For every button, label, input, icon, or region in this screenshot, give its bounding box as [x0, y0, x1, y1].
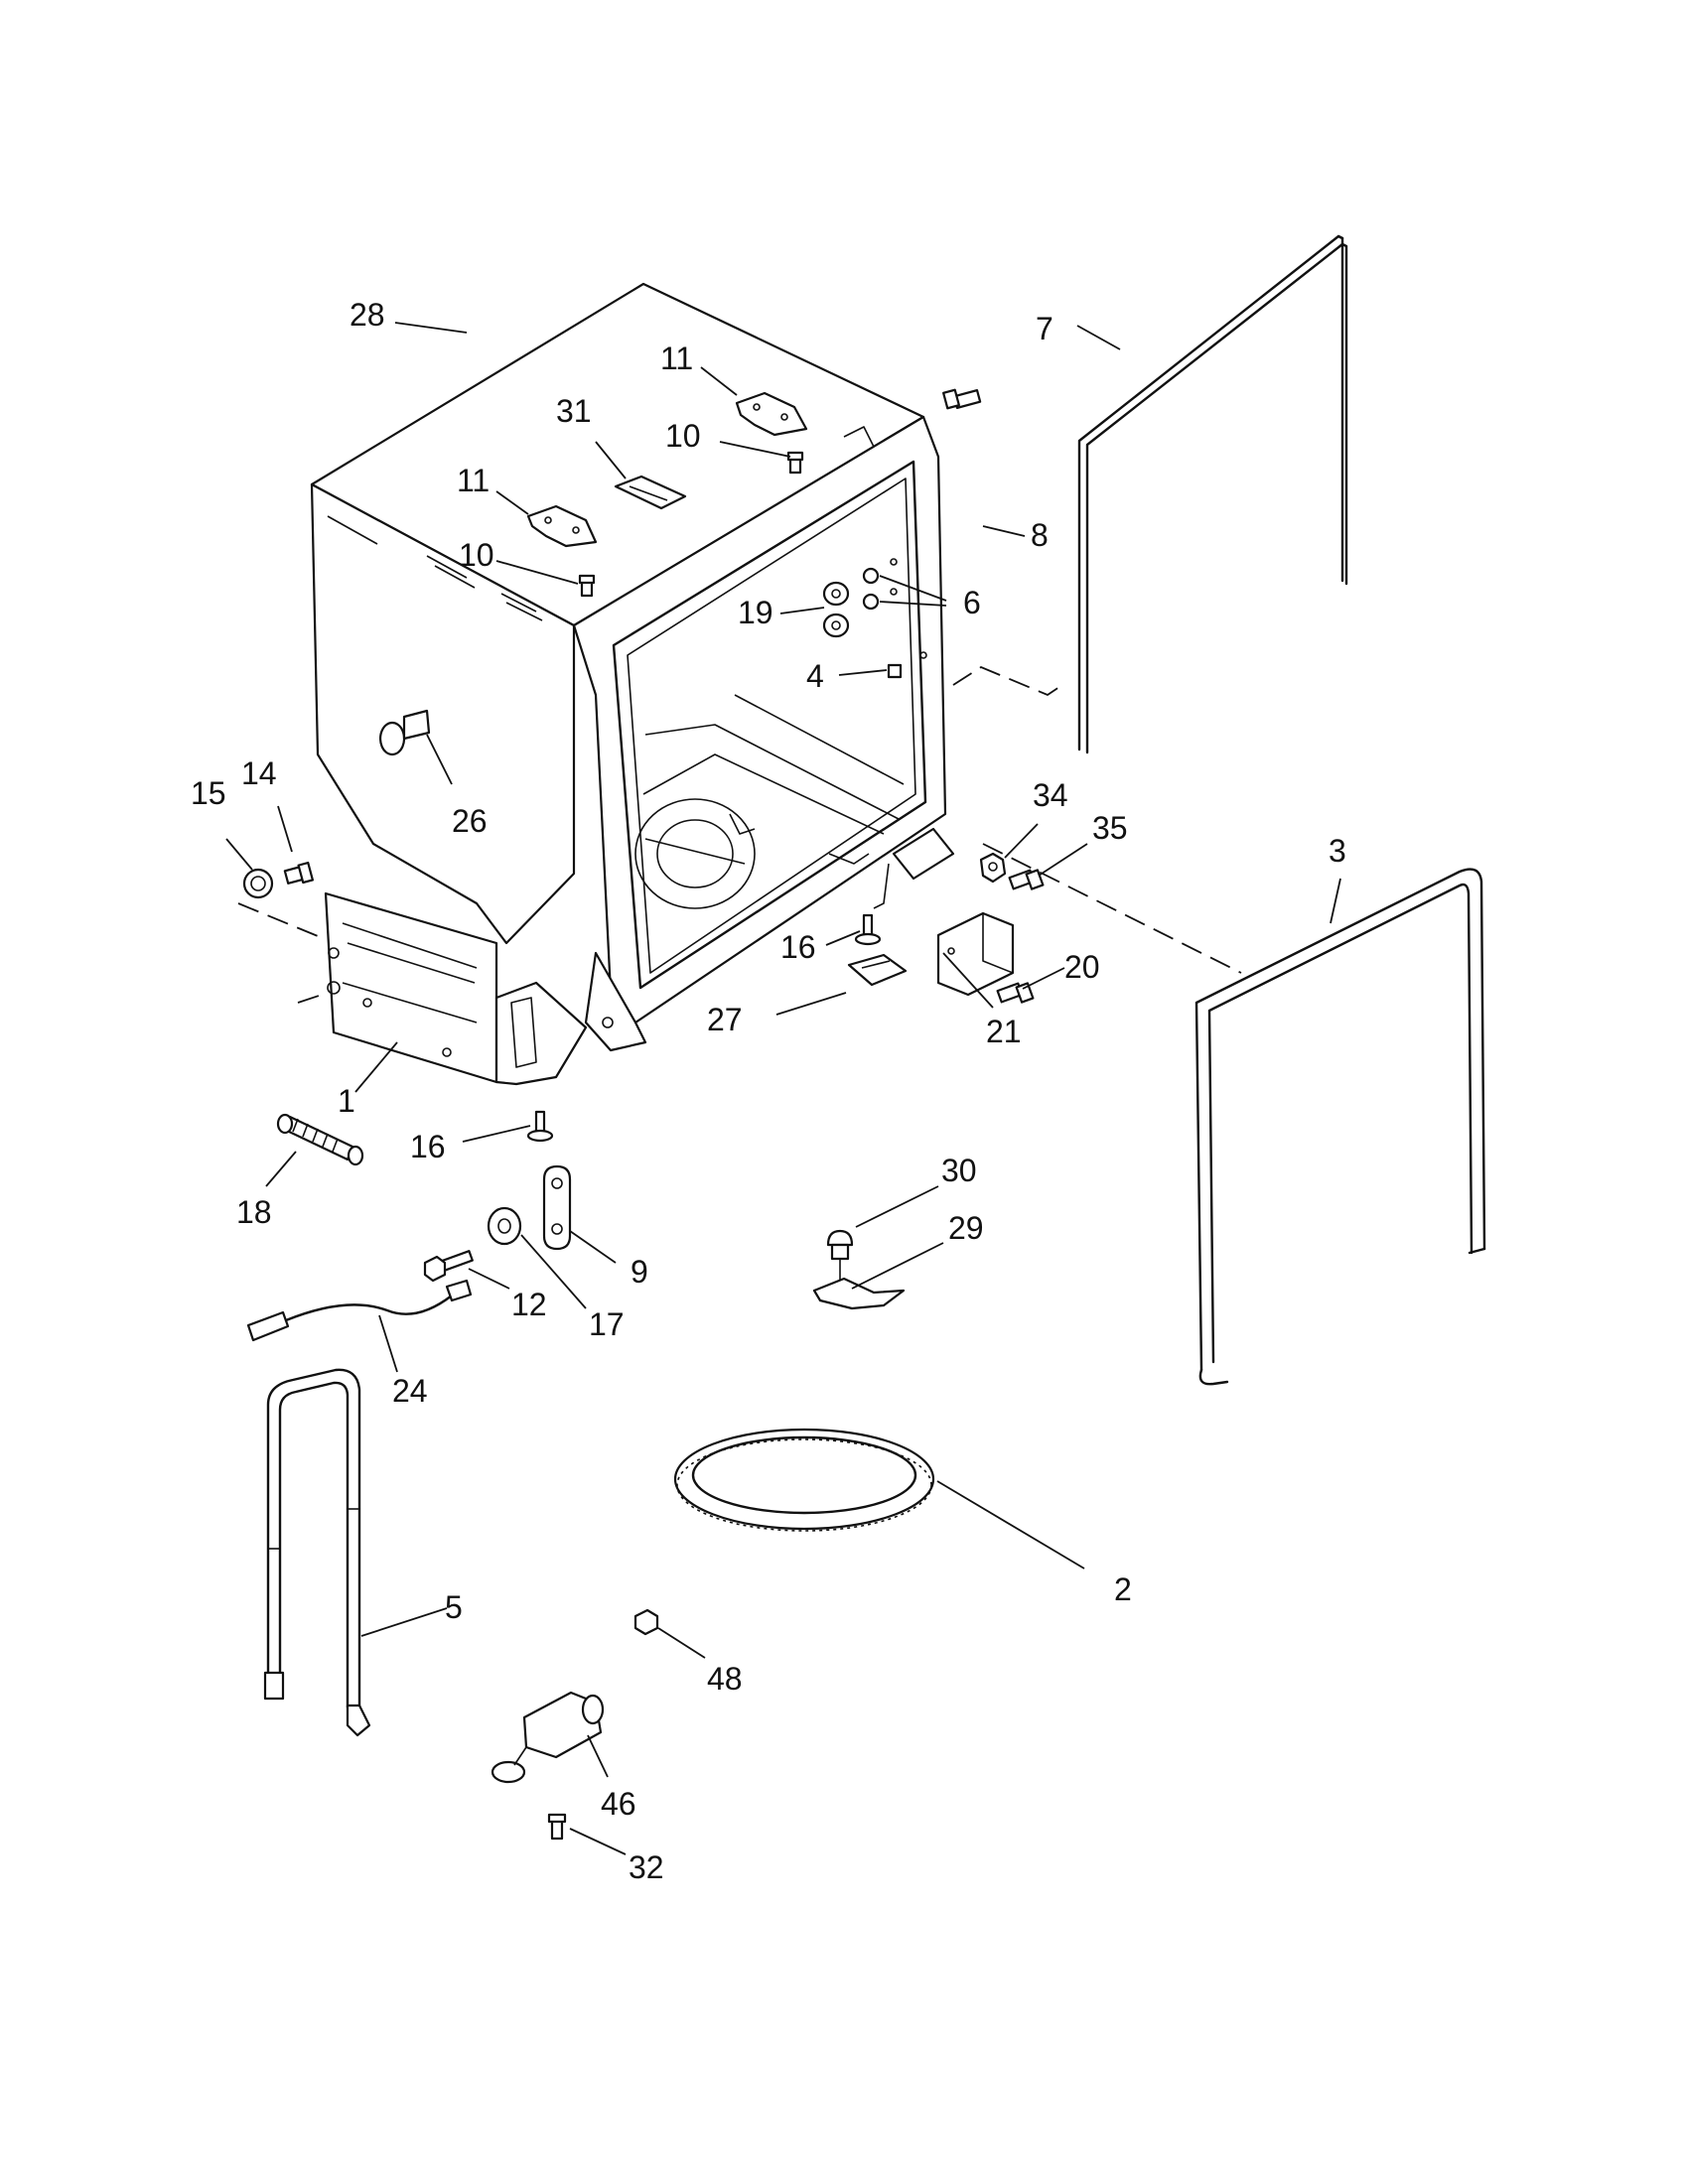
- foot-part-16-lower: [526, 1110, 554, 1143]
- callout-31: 31: [556, 393, 592, 429]
- callout-32: 32: [629, 1849, 664, 1885]
- wheel-part-17: [487, 1206, 522, 1246]
- vent-part-31: [614, 475, 687, 510]
- callout-2: 2: [1114, 1571, 1132, 1607]
- nut-part-34: [979, 852, 1007, 884]
- callout-48: 48: [707, 1661, 743, 1697]
- bracket-alignment-line: [982, 843, 1242, 974]
- callout-24: 24: [392, 1373, 428, 1409]
- callout-21: 21: [986, 1014, 1022, 1049]
- callout-8: 8: [1031, 517, 1049, 553]
- screw-part-8: [942, 388, 982, 410]
- callout-12: 12: [511, 1287, 547, 1322]
- bracket-part-29: [812, 1259, 906, 1310]
- callout-46: 46: [601, 1786, 636, 1822]
- screw-part-20: [996, 982, 1035, 1004]
- callout-16-lower: 16: [410, 1129, 446, 1164]
- callout-10-lower: 10: [459, 537, 494, 573]
- callout-11-top: 11: [660, 341, 693, 376]
- plug-part-26: [378, 709, 431, 756]
- plug-part-4: [887, 651, 927, 679]
- screw-upper: [786, 451, 804, 475]
- hinge-bracket-upper: [735, 391, 808, 437]
- callout-20: 20: [1064, 949, 1100, 985]
- door-gasket: [1077, 234, 1348, 754]
- callout-14: 14: [241, 755, 277, 791]
- callout-30: 30: [941, 1153, 977, 1188]
- screw-part-14: [283, 861, 315, 885]
- callout-35: 35: [1092, 810, 1128, 846]
- callout-16-upper: 16: [780, 929, 816, 965]
- callout-17: 17: [589, 1306, 625, 1342]
- callout-26: 26: [452, 803, 488, 839]
- wire-part-24: [246, 1279, 473, 1342]
- callout-7: 7: [1036, 311, 1053, 346]
- screw-part-32: [547, 1813, 567, 1841]
- callout-6: 6: [963, 585, 981, 620]
- callout-4: 4: [806, 658, 824, 694]
- base-alignment-line: [237, 902, 324, 939]
- tub-assembly: [310, 282, 955, 1086]
- callout-10-top: 10: [665, 418, 701, 454]
- callout-18: 18: [236, 1194, 272, 1230]
- washers-part-6: [862, 558, 898, 611]
- heater-part-5: [263, 1368, 371, 1737]
- callout-29: 29: [948, 1210, 984, 1246]
- callout-28: 28: [350, 297, 385, 333]
- leader-lines: [225, 322, 1341, 1855]
- cap-part-15: [242, 868, 274, 899]
- callout-1: 1: [338, 1083, 355, 1119]
- valve-part-46: [491, 1691, 605, 1784]
- spring-part-18: [276, 1113, 364, 1166]
- callout-34: 34: [1033, 777, 1068, 813]
- callout-19: 19: [738, 595, 773, 630]
- callout-3: 3: [1329, 833, 1346, 869]
- bracket-part-9: [542, 1164, 572, 1251]
- hinge-bracket-lower: [526, 504, 598, 548]
- bolt-part-12: [423, 1250, 474, 1283]
- nut-part-48: [633, 1608, 659, 1636]
- thermostat-part-30: [826, 1229, 854, 1261]
- loop-part-3: [1194, 868, 1486, 1386]
- foot-part-16-upper: [854, 913, 882, 946]
- gasket-alignment-line: [952, 665, 1063, 697]
- callout-5: 5: [445, 1589, 463, 1625]
- clip-part-27: [847, 953, 908, 987]
- callout-11-lower: 11: [457, 463, 490, 498]
- callout-labels: 28 11 31 10 11 10 7 8 19 6 4 15 14 26 34…: [191, 297, 1346, 1885]
- roller-part-19: [822, 581, 850, 638]
- callout-27: 27: [707, 1002, 743, 1037]
- callout-9: 9: [631, 1254, 648, 1290]
- screw-part-35: [1008, 869, 1045, 890]
- bracket-part-21: [936, 911, 1015, 997]
- callout-15: 15: [191, 775, 226, 811]
- screw-lower: [578, 574, 596, 598]
- ring-part-2: [673, 1428, 935, 1532]
